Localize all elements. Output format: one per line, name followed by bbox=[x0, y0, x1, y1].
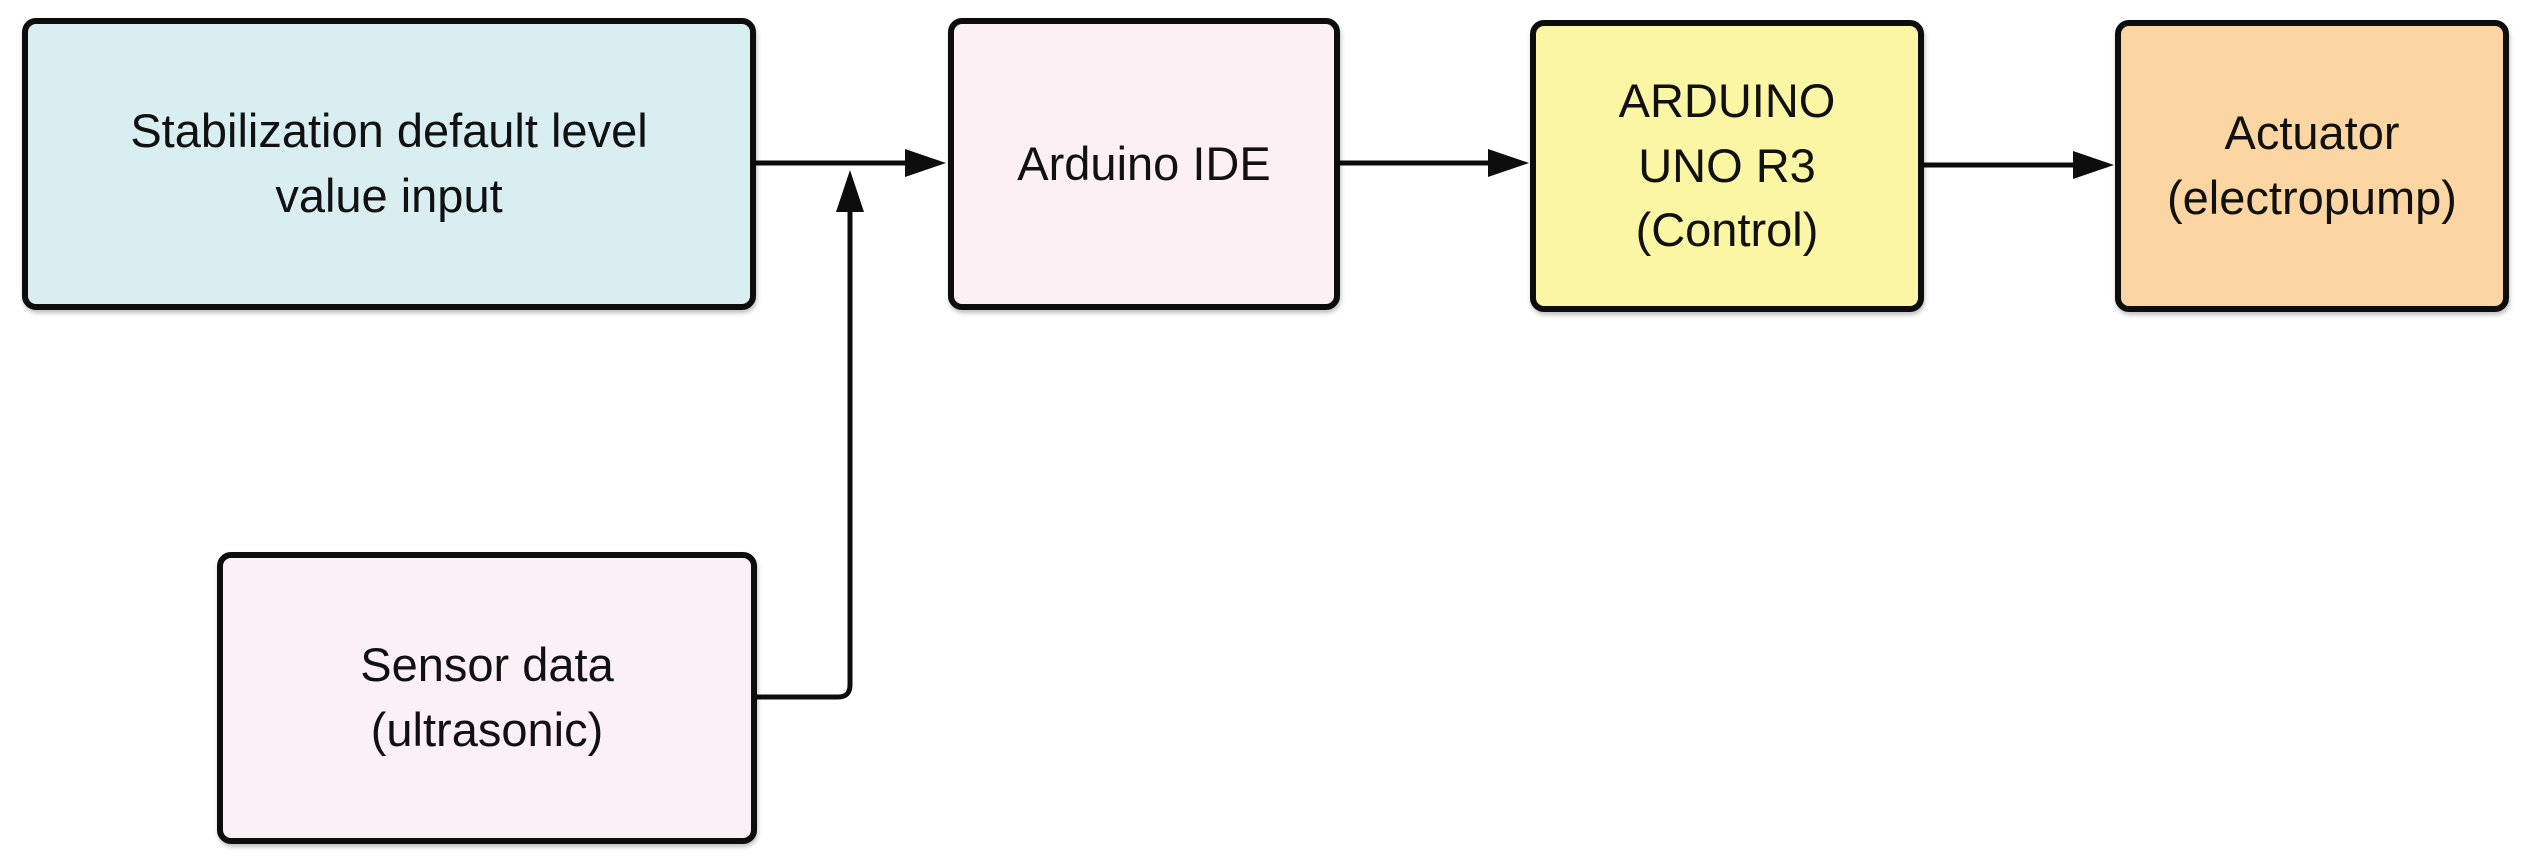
sensor-data-node: Sensor data (ultrasonic) bbox=[217, 552, 757, 844]
stabilization-input-label: Stabilization default level value input bbox=[130, 104, 648, 222]
arduino-uno-label: ARDUINO UNO R3 (Control) bbox=[1618, 73, 1836, 257]
edge-sensor-to-junction bbox=[757, 212, 853, 700]
actuator-node: Actuator (electropump) bbox=[2115, 20, 2509, 312]
arduino-ide-node: Arduino IDE bbox=[948, 18, 1340, 310]
arrowhead-ide-left bbox=[905, 149, 946, 177]
arduino-ide-label: Arduino IDE bbox=[1017, 136, 1271, 190]
arduino-uno-node: ARDUINO UNO R3 (Control) bbox=[1530, 20, 1924, 312]
stabilization-input-node: Stabilization default level value input bbox=[22, 18, 756, 310]
actuator-label: Actuator (electropump) bbox=[2167, 106, 2457, 224]
arrowhead-sensor-up bbox=[836, 170, 864, 212]
arrowhead-uno-left bbox=[1488, 149, 1529, 177]
arrowhead-actuator-left bbox=[2073, 151, 2114, 179]
sensor-data-label: Sensor data (ultrasonic) bbox=[360, 638, 614, 756]
